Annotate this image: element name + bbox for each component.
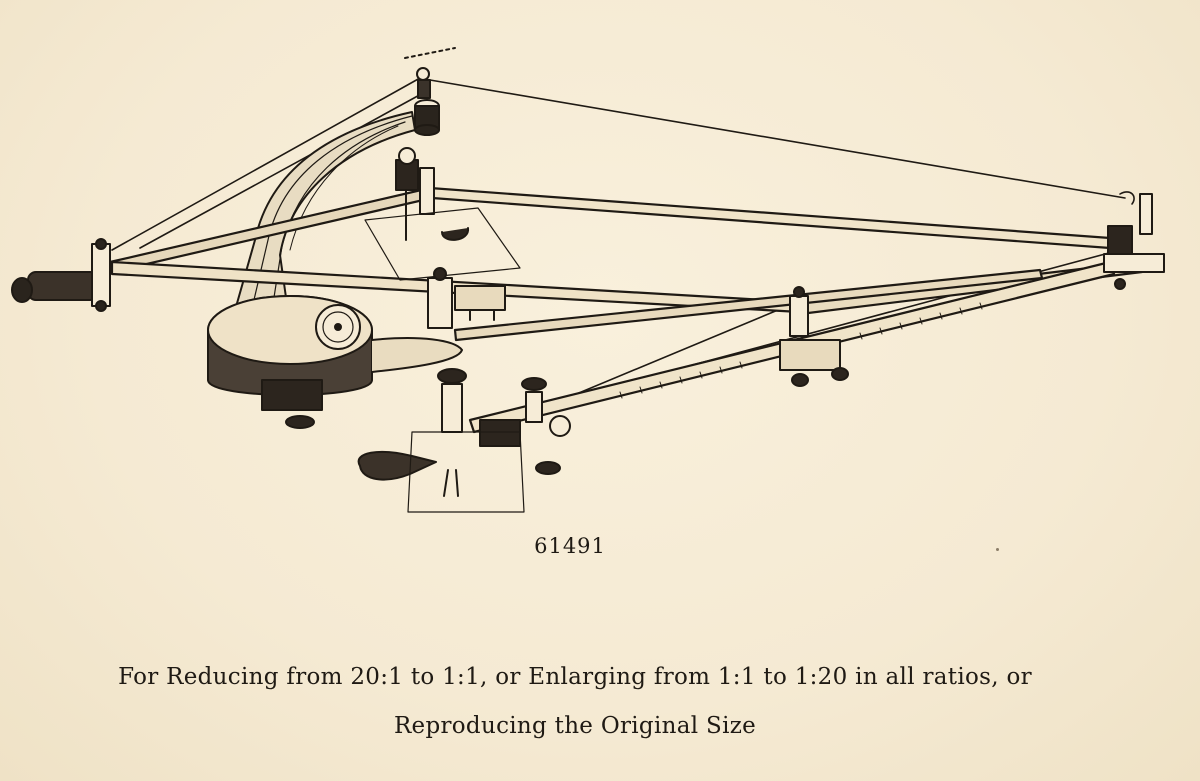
left-counterweight xyxy=(11,238,111,312)
scale-bar-clamp xyxy=(779,286,849,387)
right-end-bracket xyxy=(1103,191,1165,290)
top-swivel-post xyxy=(404,47,456,136)
lower-engraving-head xyxy=(357,368,571,513)
paper-speck xyxy=(996,548,999,551)
pantograph-illustration xyxy=(11,47,1165,513)
plate-number: 61491 xyxy=(534,534,606,558)
caption-line-2: Reproducing the Original Size xyxy=(393,713,757,739)
upper-tracer-head xyxy=(364,147,521,281)
round-base xyxy=(207,295,463,429)
caption-line-1: For Reducing from 20:1 to 1:1, or Enlarg… xyxy=(118,664,1032,690)
middle-slider-clamp xyxy=(427,267,506,329)
